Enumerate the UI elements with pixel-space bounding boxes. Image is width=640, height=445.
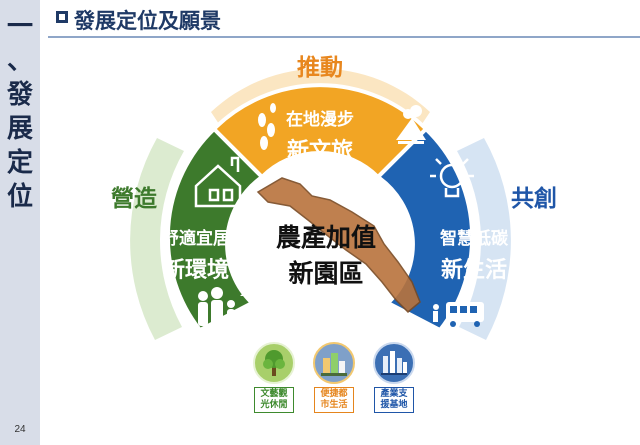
- badge-industry-support: 產業支 援基地: [369, 342, 419, 413]
- mountain-cloud-icon: [396, 105, 426, 144]
- section-title-char: 定: [6, 148, 33, 178]
- badge-label-line1: 便捷都: [320, 389, 348, 399]
- right-line1: 智慧低碳: [440, 228, 509, 249]
- center-line2: 新園區: [288, 259, 363, 288]
- factory-icon: [373, 342, 415, 384]
- heading-top: 推動: [297, 55, 343, 81]
- badge-label-line1: 產業支: [380, 389, 408, 399]
- badge-label-line2: 市生活: [320, 400, 348, 410]
- badge-label-line2: 援基地: [380, 400, 408, 410]
- heading-right: 共創: [511, 186, 557, 212]
- section-sidebar: 一 、 發 展 定 位 24: [0, 0, 40, 445]
- badge-label-line1: 文藝觀: [260, 389, 288, 399]
- badge-label: 便捷都 市生活: [314, 387, 354, 413]
- outer-arc-left: [130, 138, 184, 340]
- bottom-gap: [200, 303, 440, 340]
- heading-left: 營造: [111, 186, 158, 212]
- page-title: 發展定位及願景: [74, 9, 221, 33]
- header-divider: [48, 36, 640, 38]
- sector-top: [211, 83, 429, 180]
- footprints-icon: [258, 103, 276, 150]
- outer-arc-right: [457, 138, 511, 340]
- district-map-silhouette: [256, 177, 421, 314]
- house-icon: [194, 156, 242, 208]
- badge-culture-leisure: 文藝觀 光休閒: [249, 342, 299, 413]
- top-line2: 新文旅: [287, 138, 353, 164]
- badge-urban-living: 便捷都 市生活: [309, 342, 359, 413]
- left-line2: 新環境: [163, 257, 229, 283]
- section-title-char: 位: [6, 182, 33, 212]
- outer-arc-top: [211, 68, 430, 139]
- page-number: 24: [14, 424, 26, 435]
- section-title-char: 發: [6, 80, 33, 110]
- right-line2: 新生活: [441, 257, 507, 283]
- section-title-char: 一: [6, 12, 33, 42]
- section-title: 一 、 發 展 定 位: [2, 10, 38, 214]
- left-line1: 舒適宜居: [162, 228, 230, 249]
- bus-walker-icon: [433, 302, 484, 327]
- city-icon: [313, 342, 355, 384]
- section-title-char: 、: [6, 46, 33, 76]
- badge-label: 文藝觀 光休閒: [254, 387, 294, 413]
- header-square-icon: [56, 11, 68, 23]
- top-line1: 在地漫步: [286, 109, 354, 130]
- family-icon: [198, 287, 258, 326]
- center-line1: 農產加值: [276, 223, 376, 252]
- tree-icon: [253, 342, 295, 384]
- badge-label: 產業支 援基地: [374, 387, 414, 413]
- section-title-char: 展: [6, 114, 33, 144]
- badge-label-line2: 光休閒: [260, 400, 288, 410]
- smart-bulb-icon: [430, 152, 474, 198]
